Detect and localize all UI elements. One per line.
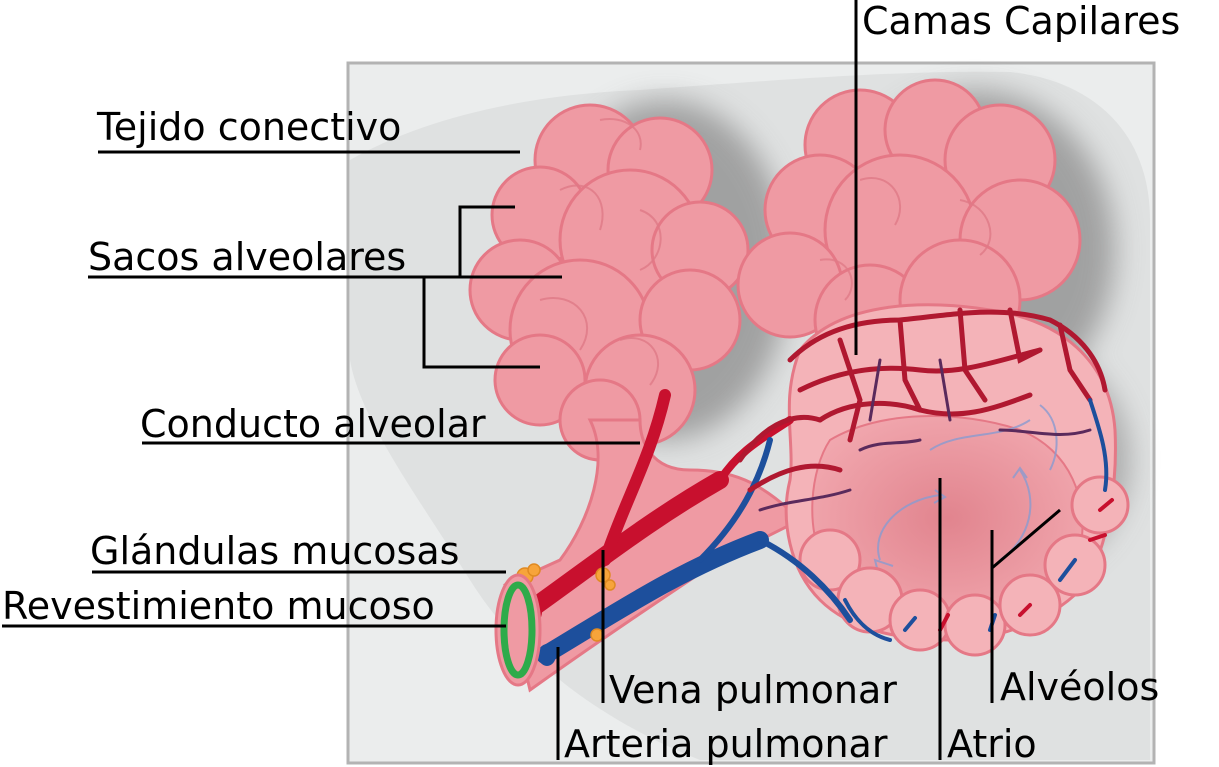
left-sac-folds	[539, 118, 662, 386]
left-alveolar-sac	[468, 103, 750, 462]
right-sac-folds	[819, 177, 992, 301]
pulmonary-vein	[536, 437, 853, 666]
label-camas-capilares: Camas Capilares	[862, 0, 1180, 43]
label-tejido-conectivo: Tejido conectivo	[96, 105, 401, 149]
mucosa-lining	[500, 581, 536, 679]
label-glandulas-mucosas: Glándulas mucosas	[90, 529, 459, 573]
label-revestimiento-mucoso: Revestimiento mucoso	[2, 584, 435, 628]
label-arteria-pulmonar: Arteria pulmonar	[564, 722, 888, 766]
label-conducto-alveolar: Conducto alveolar	[140, 402, 486, 446]
leader-lines	[2, 0, 1061, 760]
duct-lumen	[511, 600, 525, 660]
label-atrio: Atrio	[947, 722, 1037, 766]
label-sacos-alveolares: Sacos alveolares	[88, 235, 406, 279]
label-vena-pulmonar: Vena pulmonar	[609, 668, 897, 712]
label-alveolos: Alvéolos	[1000, 665, 1159, 709]
